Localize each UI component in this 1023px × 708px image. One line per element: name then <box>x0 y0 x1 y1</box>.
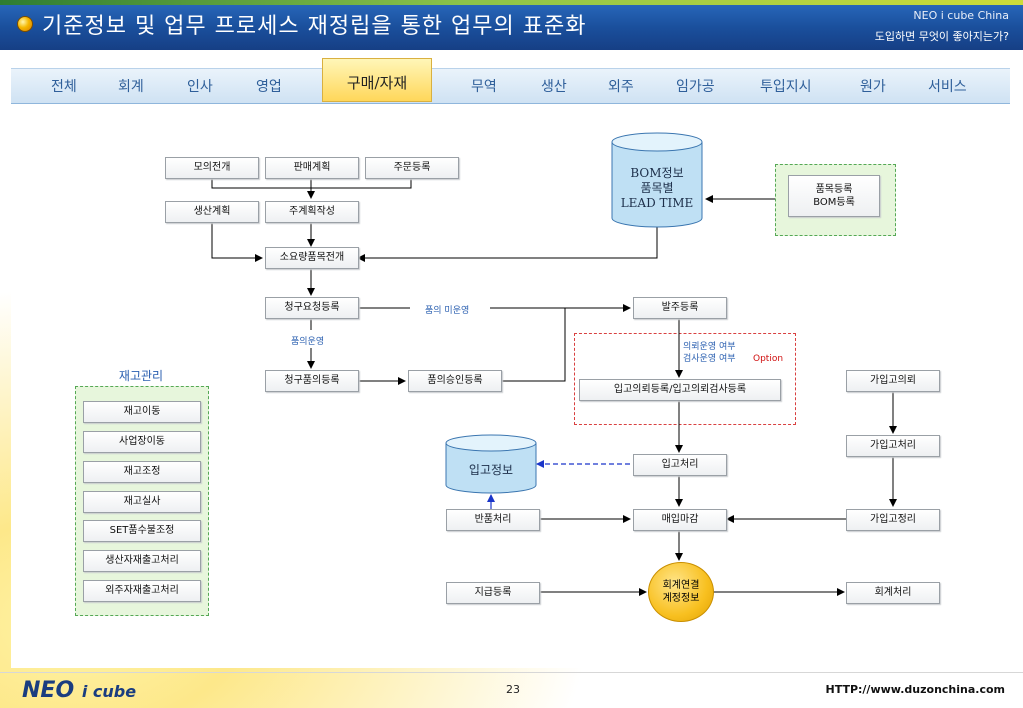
acct-link-line-2: 계정정보 <box>662 593 700 604</box>
node-temp-receipt-process: 가입고처리 <box>846 435 940 457</box>
node-purchase-close: 매입마감 <box>633 509 727 531</box>
node-po-reg: 발주등록 <box>633 297 727 319</box>
node-request-reg: 청구요청등록 <box>265 297 359 319</box>
node-item-bom: 품목등록 BOM등록 <box>788 175 880 217</box>
receipt-store-label: 입고정보 <box>468 463 514 477</box>
footer-divider <box>0 672 1023 673</box>
bom-store-line-2: 품목별 <box>640 181 674 195</box>
node-receipt-process: 입고처리 <box>633 454 727 476</box>
tab-purchasing-active[interactable]: 구매/자재 <box>322 58 432 102</box>
inventory-item: 재고이동 <box>83 401 201 423</box>
node-approval-reg: 품의승인등록 <box>408 370 502 392</box>
label-approval-used: 품의운영 <box>291 337 325 347</box>
page-number: 23 <box>506 683 520 696</box>
inventory-item: 외주자재출고처리 <box>83 580 201 602</box>
node-bom-reg: BOM등록 <box>813 197 855 208</box>
title-bullet-icon <box>17 16 33 32</box>
bom-store-line-1: BOM정보 <box>630 166 684 180</box>
inventory-title: 재고관리 <box>118 369 164 383</box>
option-area <box>574 333 796 425</box>
label-option: Option <box>753 354 784 364</box>
tab-all[interactable]: 전체 <box>51 79 77 95</box>
tab-trade[interactable]: 무역 <box>471 79 497 95</box>
footer-url[interactable]: HTTP://www.duzonchina.com <box>825 683 1005 696</box>
node-payment-reg: 지급등록 <box>446 582 540 604</box>
inventory-item: SET품수불조정 <box>83 520 201 542</box>
tab-production[interactable]: 생산 <box>541 79 567 95</box>
node-mock-expand: 모의전개 <box>165 157 259 179</box>
inventory-item: 사업장이동 <box>83 431 201 453</box>
tab-work-order[interactable]: 투입지시 <box>760 79 812 95</box>
inventory-item: 생산자재출고처리 <box>83 550 201 572</box>
inventory-item: 재고실사 <box>83 491 201 513</box>
brand-name: NEO i cube China <box>913 9 1009 22</box>
label-request-use: 의뢰운영 여부 <box>683 342 736 352</box>
tab-service[interactable]: 서비스 <box>928 79 967 95</box>
node-temp-receipt-request: 가입고의뢰 <box>846 370 940 392</box>
bom-store-line-3: LEAD TIME <box>620 196 694 210</box>
node-request-approval-reg: 청구품의등록 <box>265 370 359 392</box>
label-no-approval: 품의 미운영 <box>425 306 470 316</box>
logo-sub: i cube <box>81 682 137 701</box>
node-accounting: 회계처리 <box>846 582 940 604</box>
node-temp-receipt-arrange: 가입고정리 <box>846 509 940 531</box>
node-receipt-request: 입고의뢰등록/입고의뢰검사등록 <box>579 379 781 401</box>
tagline: 도입하면 무엇이 좋아지는가? <box>874 30 1009 43</box>
tab-purchasing-label: 구매/자재 <box>346 74 408 92</box>
tab-accounting[interactable]: 회계 <box>118 79 144 95</box>
label-inspect-use: 검사운영 여부 <box>683 354 736 364</box>
node-return-process: 반품처리 <box>446 509 540 531</box>
node-item-reg: 품목등록 <box>815 184 853 195</box>
bom-store-label: BOM정보 품목별 LEAD TIME <box>612 166 702 211</box>
acct-link-line-1: 회계연결 <box>662 580 700 591</box>
tab-cost[interactable]: 원가 <box>860 79 886 95</box>
tab-sales[interactable]: 영업 <box>256 79 282 95</box>
logo-main: NEO <box>22 678 75 703</box>
node-mps: 주계획작성 <box>265 201 359 223</box>
node-sales-plan: 판매계획 <box>265 157 359 179</box>
page-title: 기준정보 및 업무 프로세스 재정립을 통한 업무의 표준화 <box>42 14 587 39</box>
footer-logo: NEO i cube <box>22 678 136 703</box>
tab-outsourcing[interactable]: 외주 <box>608 79 634 95</box>
tab-hr[interactable]: 인사 <box>187 79 213 95</box>
node-order-reg: 주문등록 <box>365 157 459 179</box>
inventory-item: 재고조정 <box>83 461 201 483</box>
tab-processing[interactable]: 임가공 <box>676 79 715 95</box>
header-bar <box>0 0 1023 50</box>
node-prod-plan: 생산계획 <box>165 201 259 223</box>
node-mrp: 소요량품목전개 <box>265 247 359 269</box>
node-acct-link: 회계연결 계정정보 <box>648 562 714 622</box>
header-accent-strip <box>0 0 1023 5</box>
